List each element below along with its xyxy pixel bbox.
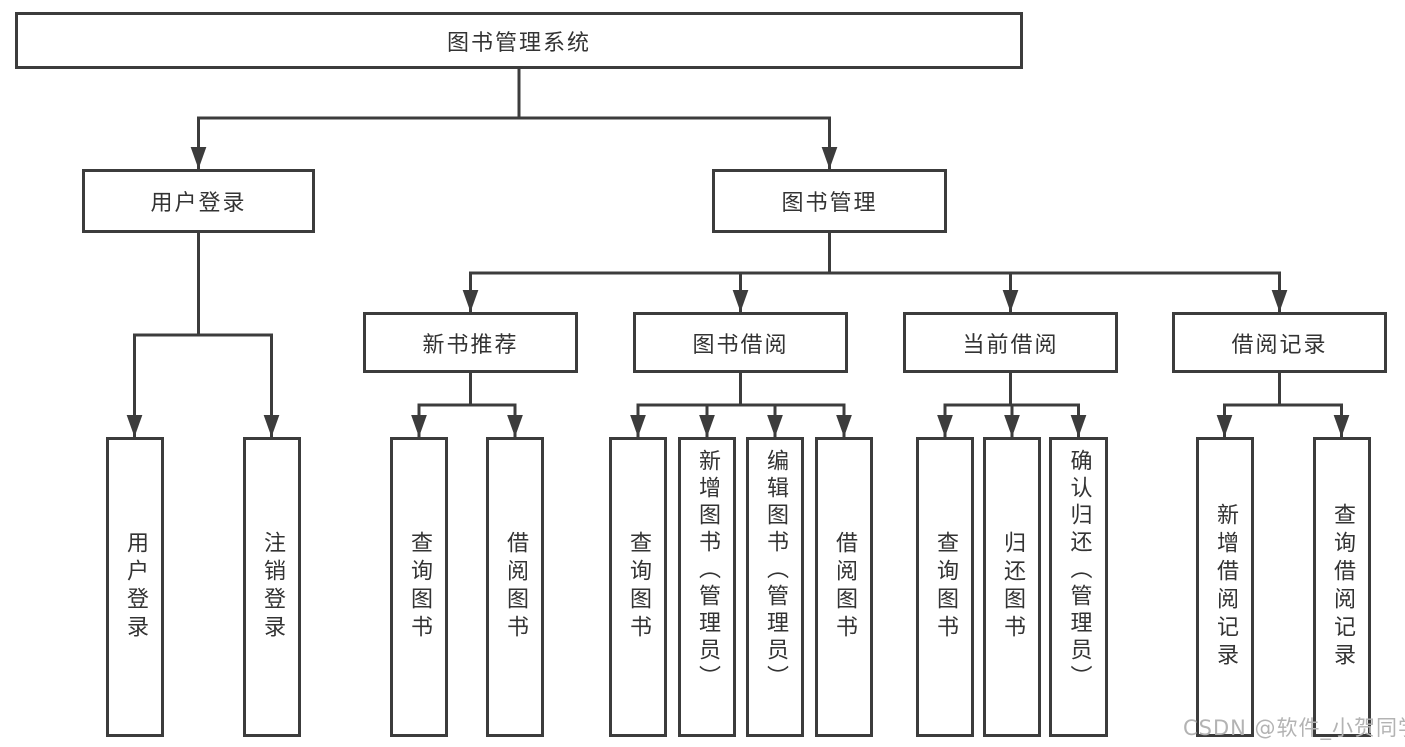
connector-trunks: [133, 67, 1343, 407]
node-borrow-books-leaf: 借阅图书: [815, 437, 873, 737]
node-edit-book-admin: 编辑图书（管理员）: [746, 437, 804, 737]
node-query-books-recommend: 查询图书: [390, 437, 448, 737]
node-borrow-records: 借阅记录: [1172, 312, 1387, 373]
node-library-management-system: 图书管理系统: [15, 12, 1023, 69]
node-query-books-current: 查询图书: [916, 437, 974, 737]
node-query-borrow-record: 查询借阅记录: [1313, 437, 1371, 737]
csdn-watermark: CSDN @软件_小贺同学: [1183, 716, 1405, 740]
connector-arrows: [126, 118, 1350, 437]
node-add-book-admin: 新增图书（管理员）: [678, 437, 736, 737]
node-user-login: 用户登录: [82, 169, 315, 233]
node-logout: 注销登录: [243, 437, 301, 737]
node-user-login-leaf: 用户登录: [106, 437, 164, 737]
node-return-book: 归还图书: [983, 437, 1041, 737]
node-add-borrow-record: 新增借阅记录: [1196, 437, 1254, 737]
node-borrow-books-recommend: 借阅图书: [486, 437, 544, 737]
node-current-borrow: 当前借阅: [903, 312, 1118, 373]
node-confirm-return-admin: 确认归还（管理员）: [1049, 437, 1108, 737]
node-query-books-borrow: 查询图书: [609, 437, 667, 737]
node-book-management: 图书管理: [712, 169, 947, 233]
node-new-book-recommend: 新书推荐: [363, 312, 578, 373]
node-book-borrow: 图书借阅: [633, 312, 848, 373]
